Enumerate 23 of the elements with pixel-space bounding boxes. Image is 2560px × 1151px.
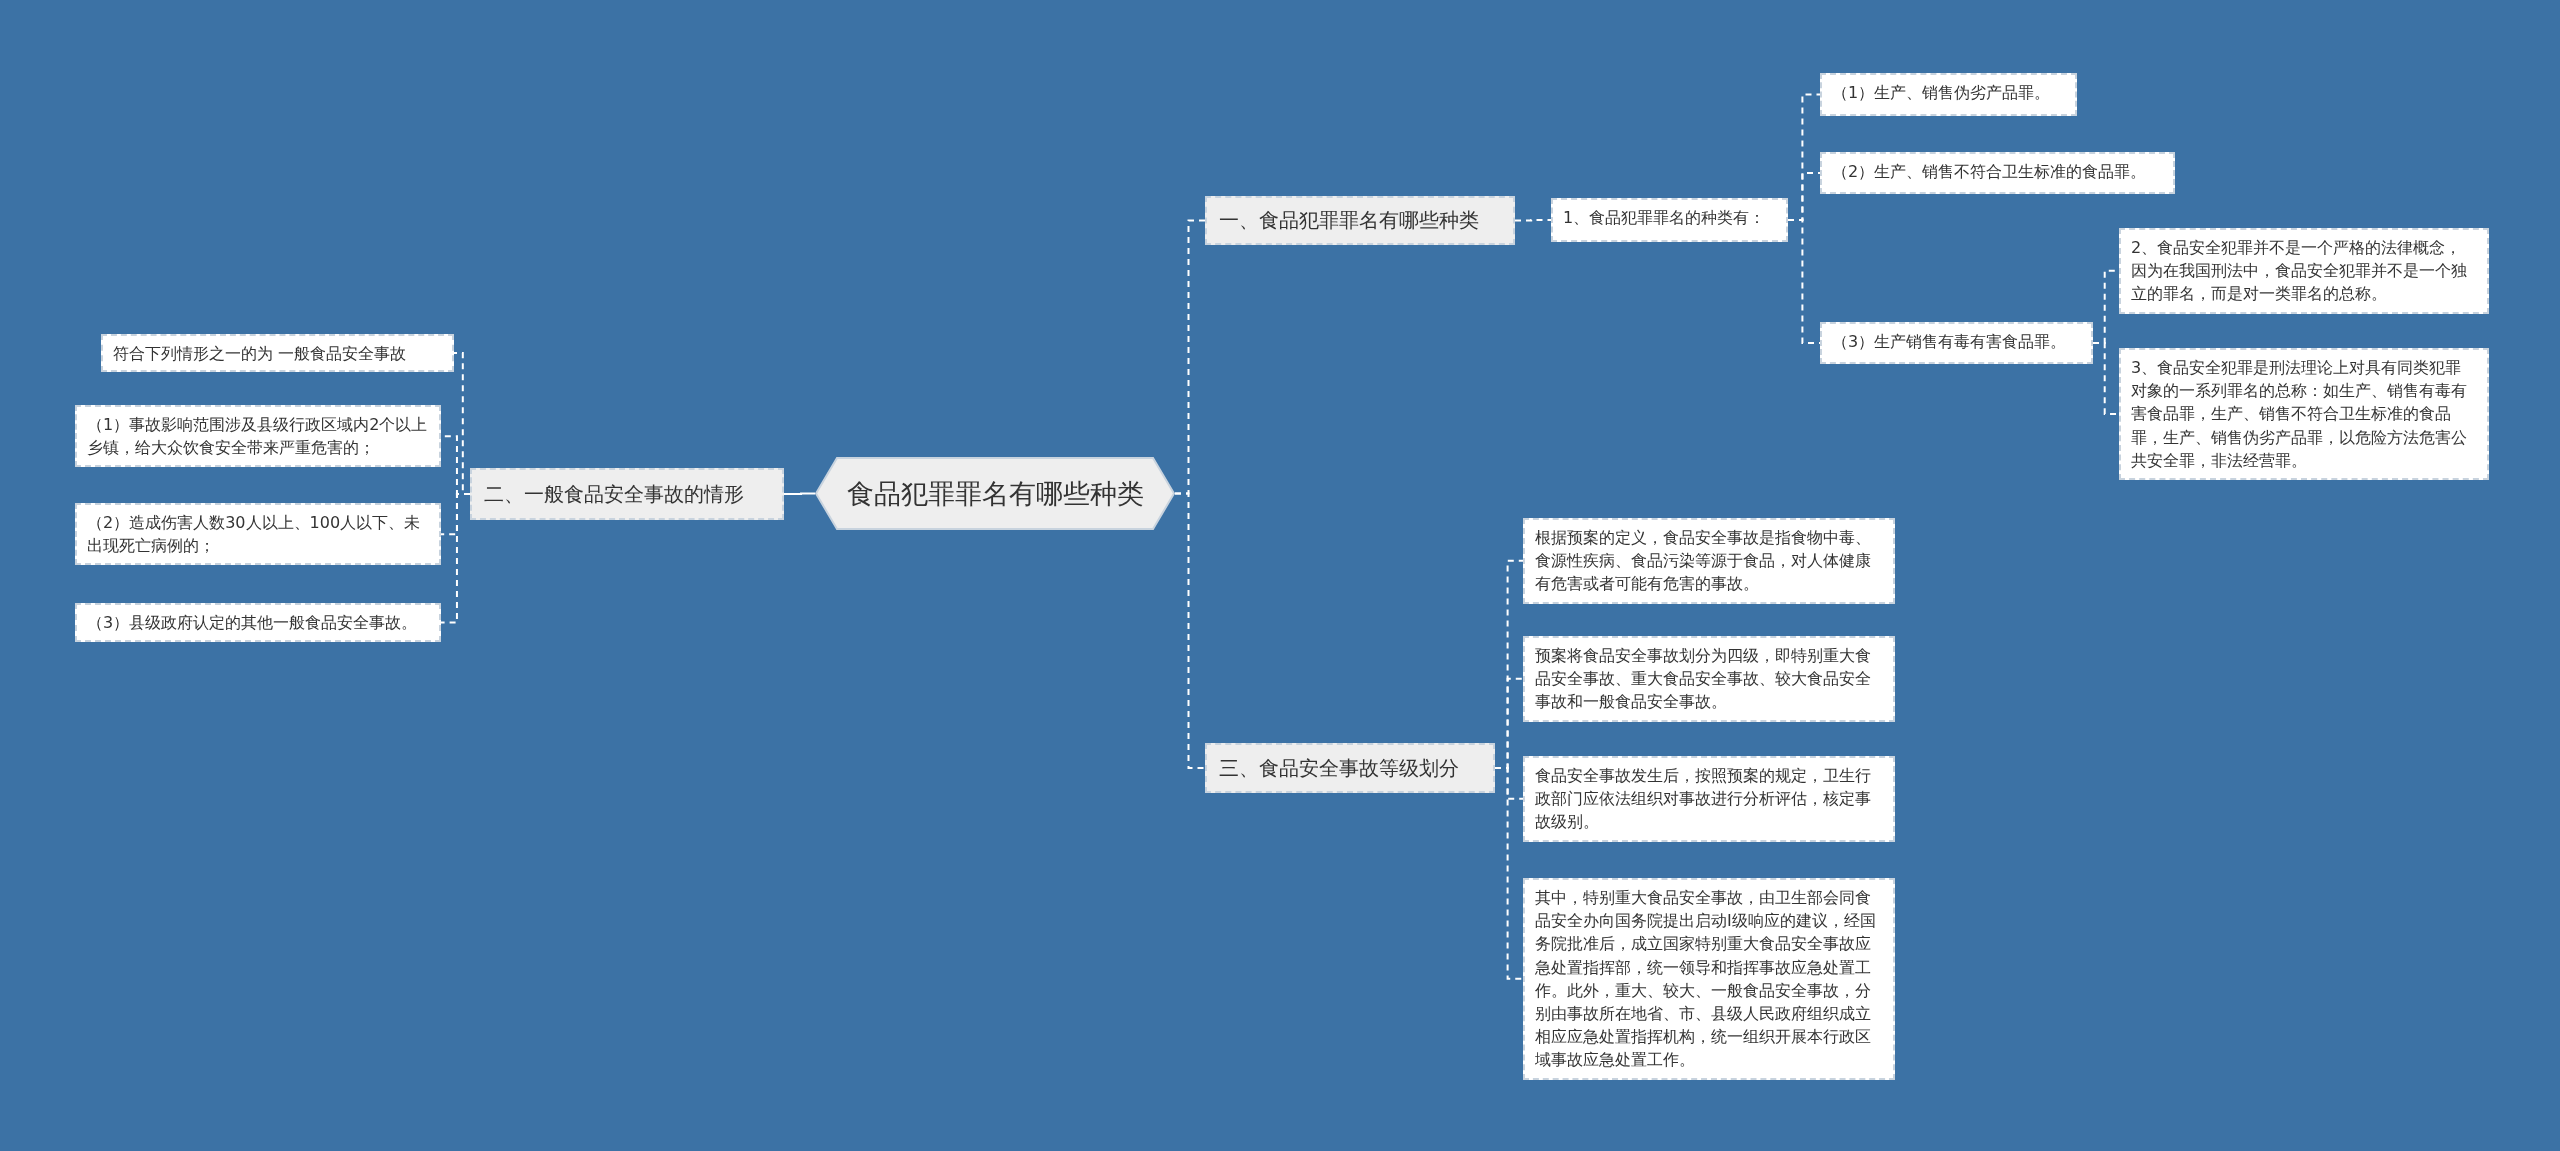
subtopic-card: 食品安全事故发生后，按照预案的规定，卫生行政部门应依法组织对事故进行分析评估，核定事故级别。 (1523, 756, 1895, 842)
subtopic-card: （3）生产销售有毒有害食品罪。 (1820, 322, 2093, 364)
subtopic-card: 1、食品犯罪罪名的种类有： (1551, 198, 1788, 242)
subtopic-card: （1）生产、销售伪劣产品罪。 (1820, 73, 2077, 116)
branch-topic: 二、一般食品安全事故的情形 (470, 468, 784, 520)
connector-line (1494, 767, 1524, 980)
subtopic-card: 根据预案的定义，食品安全事故是指食物中毒、食源性疾病、食品污染等源于食品，对人体健康有危害或者可能有危害的事故。 (1523, 518, 1895, 604)
subtopic-card: 2、食品安全犯罪并不是一个严格的法律概念，因为在我国刑法中，食品安全犯罪并不是一个独立的罪名，而是对一类罪名的总称。 (2119, 228, 2489, 314)
subtopic-card: 3、食品安全犯罪是刑法理论上对具有同类犯罪对象的一系列罪名的总称：如生产、销售有毒有害食品罪，生产、销售不符合卫生标准的食品罪，生产、销售伪劣产品罪，以危险方法危害公共安全罪，非法经营罪。 (2119, 348, 2489, 480)
subtopic-card: （2）造成伤害人数30人以上、100人以下、未出现死亡病例的； (75, 503, 441, 566)
subtopic-card: （2）生产、销售不符合卫生标准的食品罪。 (1820, 152, 2175, 194)
branch-topic: 一、食品犯罪罪名有哪些种类 (1205, 196, 1515, 245)
central-topic: 食品犯罪罪名有哪些种类 (846, 476, 1144, 511)
subtopic-card: （3）县级政府认定的其他一般食品安全事故。 (75, 603, 441, 643)
branch-topic: 三、食品安全事故等级划分 (1205, 743, 1495, 793)
subtopic-card: （1）事故影响范围涉及县级行政区域内2个以上乡镇，给大众饮食安全带来严重危害的； (75, 405, 441, 468)
connector-line (783, 492, 816, 495)
subtopic-card: 其中，特别重大食品安全事故，由卫生部会同食品安全办向国务院提出启动I级响应的建议，经国务院批准后，成立国家特别重大食品安全事故应急处置指挥部，统一领导和指挥事故应急处置工作。此外，重大、较大、一般食品安全事故，分别由事故所在地省、市、县级人民政府组织成立相应应急处置指挥机构，统一组织开展本行政区域事故应急处置工作。 (1523, 878, 1895, 1080)
subtopic-card: 符合下列情形之一的为 一般食品安全事故 (101, 334, 454, 372)
connector-line (1174, 492, 1206, 769)
subtopic-card: 预案将食品安全事故划分为四级，即特别重大食品安全事故、重大食品安全事故、较大食品安全事故和一般食品安全事故。 (1523, 636, 1895, 722)
connector-line (440, 493, 471, 624)
connector-line (1514, 219, 1552, 222)
